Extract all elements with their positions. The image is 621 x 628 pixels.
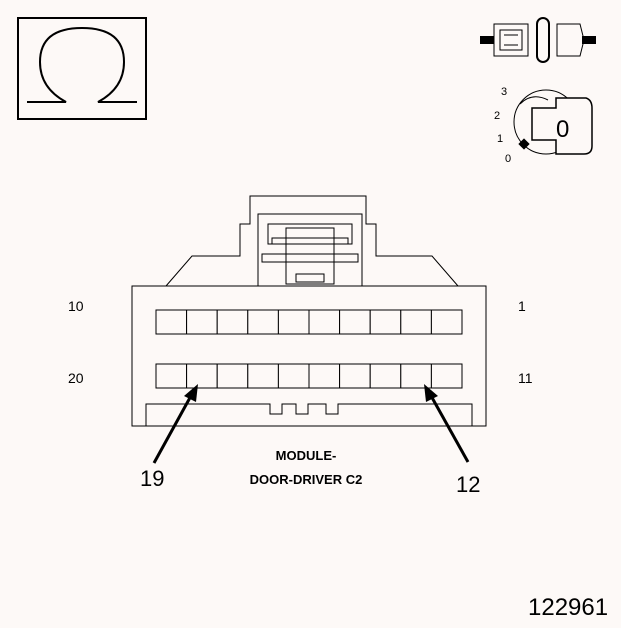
pin-cavity-top bbox=[369, 309, 402, 335]
pin-cavity-bottom bbox=[339, 363, 371, 389]
pin-label-1: 1 bbox=[518, 298, 526, 314]
pin-cavity-top bbox=[277, 309, 310, 335]
pin-cavity-bottom bbox=[277, 363, 310, 389]
pin-cavity-top bbox=[216, 309, 249, 335]
pin-cavity-bottom bbox=[400, 363, 432, 389]
callout-19: 19 bbox=[140, 466, 165, 491]
pin-label-10: 10 bbox=[68, 298, 84, 314]
pin-cavity-bottom bbox=[155, 363, 188, 389]
pin-cavity-bottom bbox=[308, 363, 341, 389]
key-position-3: 3 bbox=[501, 86, 508, 98]
pin-cavity-bottom bbox=[430, 363, 463, 389]
pin-label-11: 11 bbox=[518, 370, 533, 386]
pin-cavity-top bbox=[430, 309, 463, 335]
pin-cavity-bottom bbox=[247, 363, 279, 389]
pin-cavity-top bbox=[339, 309, 371, 335]
key-position-2: 2 bbox=[494, 110, 501, 122]
key-position-1: 1 bbox=[497, 133, 504, 145]
connector-title-line2: DOOR-DRIVER C2 bbox=[249, 472, 363, 487]
pin-label-20: 20 bbox=[68, 370, 84, 386]
pin-cavity-top bbox=[400, 309, 432, 335]
pin-cavity-top bbox=[308, 309, 341, 335]
connector-title-line1: MODULE- bbox=[275, 448, 337, 463]
pin-cavity-top bbox=[247, 309, 279, 335]
pin-cavity-top bbox=[186, 309, 218, 335]
pin-cavity-bottom bbox=[216, 363, 249, 389]
pin-cavity-top bbox=[155, 309, 188, 335]
figure-id: 122961 bbox=[528, 594, 609, 621]
pin-cavity-bottom bbox=[186, 363, 218, 389]
key-position-0: 0 bbox=[505, 153, 512, 165]
callout-12: 12 bbox=[456, 472, 481, 497]
key-label: 0 bbox=[556, 116, 570, 143]
pin-cavity-bottom bbox=[369, 363, 402, 389]
